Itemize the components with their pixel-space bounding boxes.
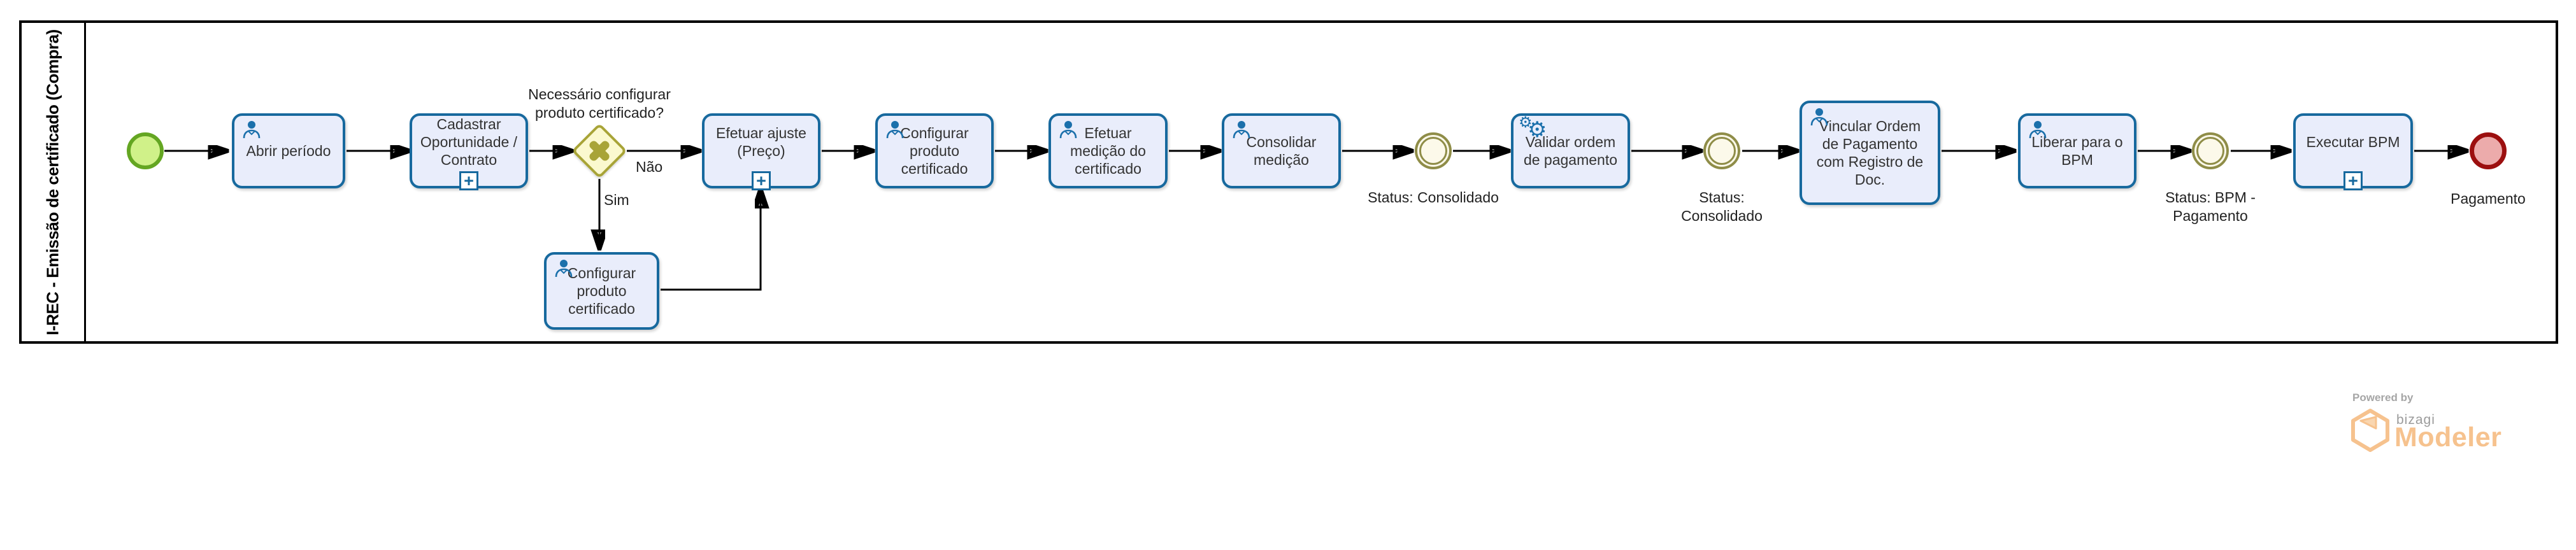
task-label: Executar BPM (2306, 133, 2400, 150)
user-task-icon (2029, 121, 2047, 139)
task-label: Configurar produto certificado (567, 264, 636, 318)
task-label: Abrir período (246, 142, 331, 159)
service-task-gears-icon: ⚙ ⚙ (1519, 113, 1547, 143)
task-label: Cadastrar Oportunidade / Contrato (420, 115, 518, 169)
user-task-icon (1233, 121, 1250, 139)
task-label: Vincular Ordem de Pagamento com Registro… (1816, 117, 1924, 188)
modeler-wordmark: Modeler (2394, 422, 2502, 453)
bizagi-wordmark: bizagi (2396, 412, 2435, 427)
user-task-icon (555, 260, 573, 278)
gateway-question-label: Necessário configurar produto certificad… (528, 86, 671, 121)
bizagi-hexagon-icon (2351, 409, 2389, 452)
event-label: Status: Consolidado (1681, 189, 1763, 224)
event-label: Status: BPM - Pagamento (2165, 189, 2256, 224)
intermediate-event-status-consolidado-1[interactable] (1415, 132, 1452, 169)
user-task-icon (1059, 121, 1077, 139)
end-event-label: Pagamento (2451, 190, 2526, 207)
end-event-pagamento[interactable] (2470, 132, 2507, 169)
user-task-icon (886, 121, 904, 139)
task-validar-ordem[interactable]: ⚙ ⚙ Validar ordem de pagamento (1511, 113, 1630, 188)
intermediate-event-status-consolidado-2[interactable] (1703, 132, 1740, 169)
flow-label-nao: Não (636, 159, 663, 175)
task-cadastrar-oportunidade[interactable]: Cadastrar Oportunidade / Contrato + (410, 113, 528, 190)
lane-divider (84, 23, 86, 341)
flow-label-sim: Sim (604, 192, 629, 208)
event-label: Status: Consolidado (1368, 189, 1499, 206)
task-liberar-bpm[interactable]: Liberar para o BPM (2018, 113, 2136, 188)
task-label: Consolidar medição (1246, 133, 1317, 168)
task-label: Efetuar ajuste (Preço) (716, 124, 806, 159)
task-vincular-ordem[interactable]: Vincular Ordem de Pagamento com Registro… (1800, 101, 1940, 205)
task-efetuar-medicao[interactable]: Efetuar medição do certificado (1048, 113, 1168, 188)
task-label: Liberar para o BPM (2031, 133, 2123, 168)
task-consolidar-medicao[interactable]: Consolidar medição (1222, 113, 1341, 188)
task-label: Validar ordem de pagamento (1523, 133, 1618, 168)
subprocess-plus-icon: + (2343, 171, 2363, 190)
task-executar-bpm[interactable]: Executar BPM + (2293, 113, 2413, 190)
task-configurar-produto[interactable]: Configurar produto certificado (875, 113, 994, 188)
subprocess-plus-icon: + (459, 171, 478, 190)
intermediate-event-status-bpm[interactable] (2192, 132, 2229, 169)
task-configurar-produto-sim[interactable]: Configurar produto certificado (544, 252, 659, 330)
task-label: Efetuar medição do certificado (1070, 124, 1146, 178)
start-event[interactable] (127, 132, 164, 169)
task-abrir-periodo[interactable]: Abrir período (232, 113, 345, 188)
user-task-icon (243, 121, 261, 139)
task-efetuar-ajuste[interactable]: Efetuar ajuste (Preço) + (702, 113, 820, 190)
powered-by-text: Powered by (2352, 391, 2414, 404)
bizagi-modeler-logo: Powered by bizagi Modeler (2351, 391, 2522, 468)
subprocess-plus-icon: + (752, 171, 771, 190)
sequence-flow-return (661, 192, 761, 291)
user-task-icon (1810, 108, 1828, 126)
task-label: Configurar produto certificado (900, 124, 969, 178)
